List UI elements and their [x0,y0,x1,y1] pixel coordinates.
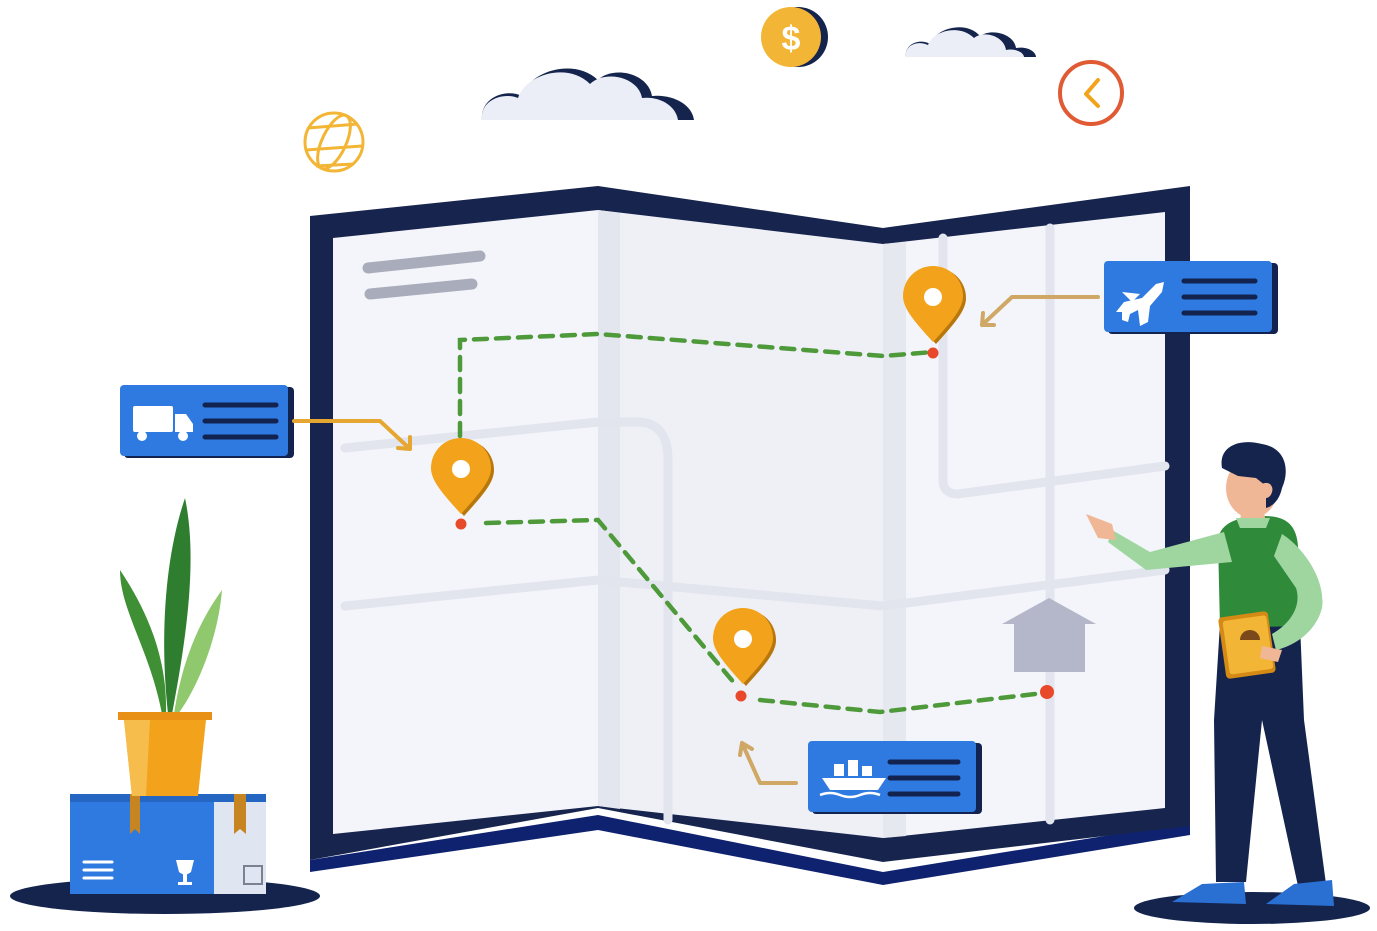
location-pin-icon [903,266,966,359]
warehouse-icon [1002,598,1096,672]
location-pin-icon [713,608,776,702]
potted-plant-icon [118,498,222,796]
person-icon [1086,442,1334,906]
map-roads [340,223,1170,825]
truck-arrow [292,419,412,451]
truck-icon [133,406,193,441]
airplane-arrow [980,295,1100,327]
truck-card [120,385,294,458]
cloud-right [905,27,1036,57]
dollar-coin-icon: $ [761,7,828,67]
map-title-placeholder [362,250,486,300]
airplane-icon [1116,282,1164,326]
fragile-glass-icon [176,860,194,885]
tablet-icon [1218,611,1276,679]
person-ground-shadow [1134,892,1370,924]
cloud-left [481,68,694,120]
ship-card [808,741,982,814]
airplane-card [1104,261,1278,334]
folded-map [310,186,1190,885]
ship-arrow [738,741,798,785]
ship-icon [819,760,886,799]
warehouse-stop-dot [1040,685,1054,699]
coin-symbol: $ [782,20,801,58]
delivery-route [457,331,1038,715]
clock-icon [1058,60,1124,126]
shipping-box-icon [70,794,266,894]
location-pin-icon [430,437,494,530]
barcode-icon [243,865,263,885]
globe-icon [303,111,365,173]
